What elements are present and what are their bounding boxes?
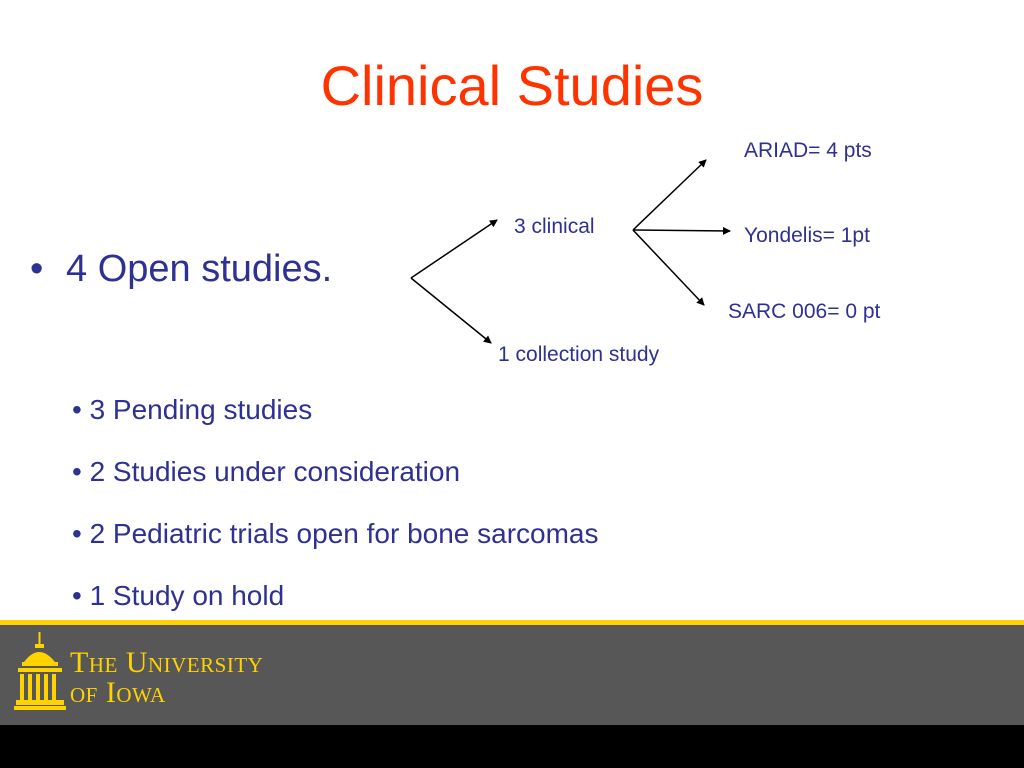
main-bullet-text: 4 Open studies. bbox=[66, 248, 333, 290]
node-sarc: SARC 006= 0 pt bbox=[728, 300, 881, 323]
main-bullet: • 4 Open studies. bbox=[30, 250, 332, 288]
bullet-marker: • bbox=[30, 248, 44, 290]
footer-bottom-bar bbox=[0, 725, 1024, 768]
flow-diagram-arrows bbox=[410, 159, 731, 344]
node-ariad: ARIAD= 4 pts bbox=[744, 139, 872, 162]
sub-bullet-pediatric: • 2 Pediatric trials open for bone sarco… bbox=[72, 518, 599, 549]
logo-line-2: of Iowa bbox=[70, 676, 166, 709]
node-collection-study: 1 collection study bbox=[498, 343, 660, 366]
arrow-to-collection bbox=[410, 277, 492, 344]
arrow-to-clinical bbox=[410, 219, 498, 279]
university-logo-text: The University of Iowa bbox=[70, 648, 263, 708]
arrow-to-ariad bbox=[632, 159, 707, 231]
arrow-to-sarc bbox=[632, 229, 705, 306]
logo-line-1: The University bbox=[70, 646, 264, 679]
node-yondelis: Yondelis= 1pt bbox=[744, 224, 870, 247]
sub-bullet-consideration: • 2 Studies under consideration bbox=[72, 456, 461, 487]
old-capitol-logo-icon bbox=[14, 632, 66, 710]
sub-bullet-on-hold: • 1 Study on hold bbox=[72, 580, 285, 611]
footer-gold-stripe bbox=[0, 620, 1024, 625]
sub-bullet-pending: • 3 Pending studies bbox=[72, 394, 313, 425]
arrow-to-yondelis bbox=[632, 226, 731, 235]
footer-band bbox=[0, 625, 1024, 725]
node-clinical: 3 clinical bbox=[514, 215, 595, 238]
slide-title: Clinical Studies bbox=[320, 54, 704, 117]
sub-bullet-list: • 3 Pending studies • 2 Studies under co… bbox=[72, 396, 599, 644]
